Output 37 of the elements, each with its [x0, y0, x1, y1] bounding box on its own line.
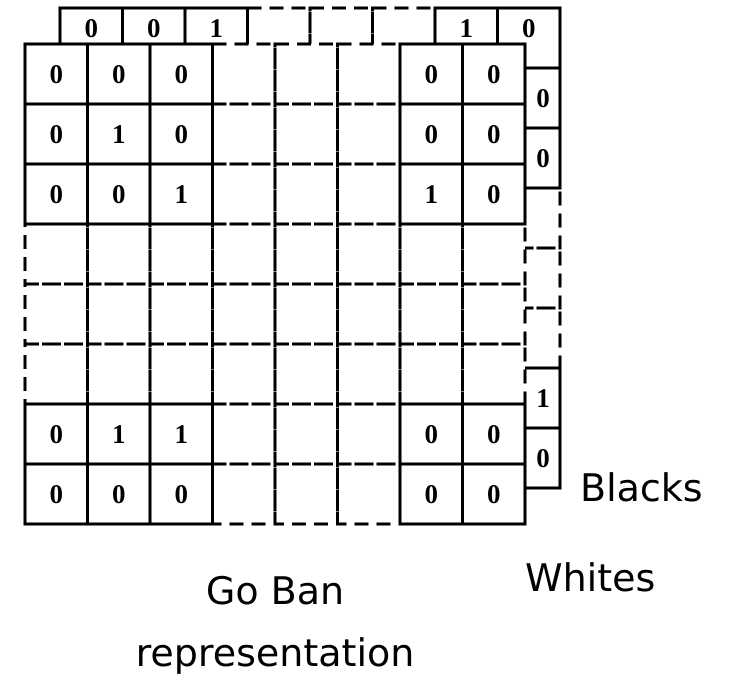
cell-value: 1: [174, 179, 188, 209]
board-label: Whites: [525, 555, 656, 601]
cell-value: 0: [112, 179, 126, 209]
cell-value: 0: [487, 119, 500, 149]
cell-value: 0: [424, 419, 438, 449]
cell-value: 0: [50, 119, 63, 149]
cell-value: 0: [174, 119, 188, 149]
cell-value: 0: [487, 419, 500, 449]
cell-value: 0: [50, 419, 63, 449]
cell-value: 1: [536, 383, 550, 413]
cell-value: 1: [460, 13, 473, 43]
cell-value: 0: [174, 59, 188, 89]
cell-value: 0: [112, 59, 126, 89]
cell-value: 0: [84, 13, 98, 43]
cell-value: 0: [487, 59, 500, 89]
cell-value: 0: [424, 479, 438, 509]
cell-value: 0: [424, 119, 438, 149]
cell-value: 0: [424, 59, 438, 89]
cell-value: 0: [487, 179, 500, 209]
cell-value: 0: [112, 479, 126, 509]
cell-value: 0: [536, 143, 550, 173]
cell-value: 1: [210, 13, 223, 43]
cell-value: 1: [112, 419, 126, 449]
caption: Go Ban representation: [134, 568, 416, 677]
cell-value: 0: [536, 443, 550, 473]
cell-value: 0: [50, 59, 63, 89]
cell-value: 0: [522, 13, 536, 43]
cell-value: 0: [487, 479, 500, 509]
cell-value: 0: [536, 83, 550, 113]
cell-value: 1: [424, 179, 438, 209]
cell-value: 0: [50, 179, 63, 209]
cell-value: 1: [174, 419, 188, 449]
cell-value: 0: [147, 13, 160, 43]
cell-value: 0: [174, 479, 188, 509]
cell-value: 1: [112, 119, 126, 149]
board-label: Blacks: [580, 465, 703, 511]
cell-value: 0: [50, 479, 63, 509]
